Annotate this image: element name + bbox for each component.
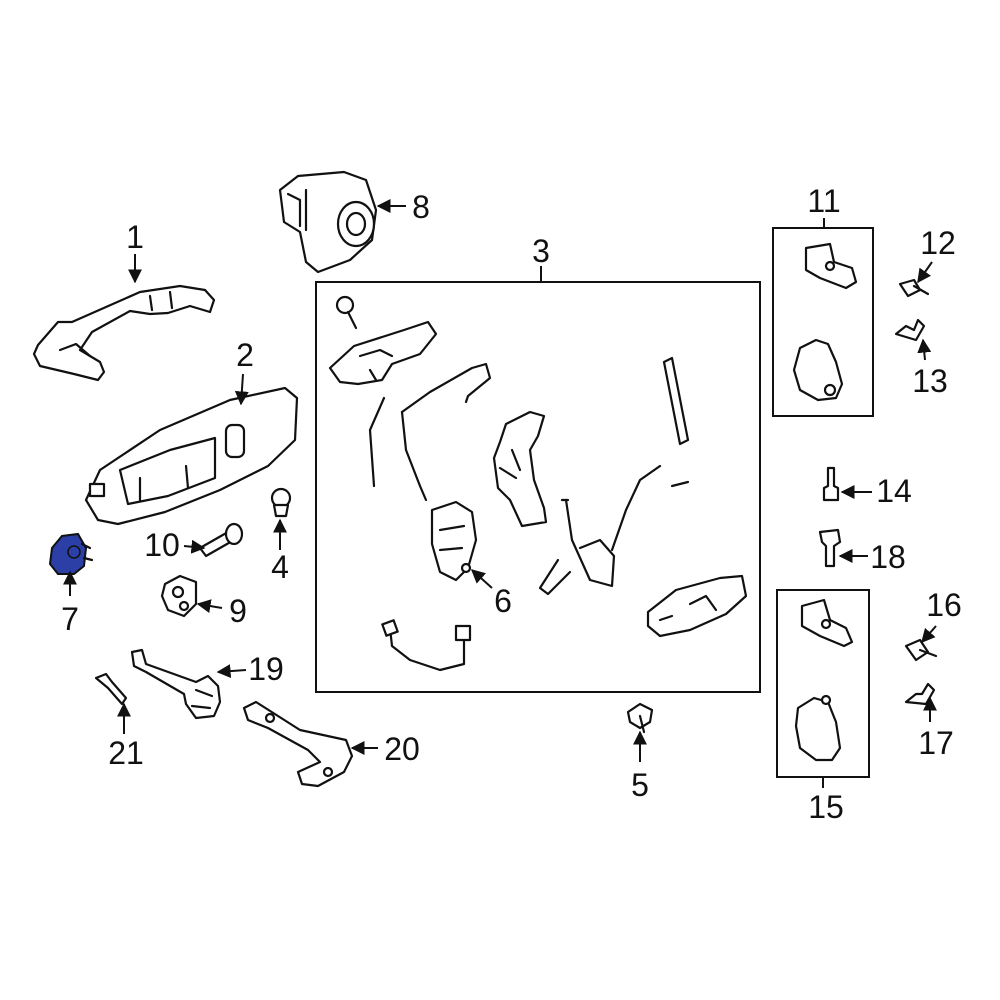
- inside-handle-bezel[interactable]: [84, 386, 299, 526]
- bolt-part-4[interactable]: [270, 487, 292, 518]
- bolt-part-18[interactable]: [818, 528, 842, 568]
- lock-assembly-part-3[interactable]: [328, 295, 748, 672]
- bolt-part-13[interactable]: [894, 318, 926, 342]
- callout-7: 7: [61, 601, 79, 637]
- callout-14: 14: [876, 473, 912, 509]
- bracket-part-20[interactable]: [242, 700, 354, 788]
- bolt-part-16[interactable]: [904, 638, 938, 662]
- callout-18: 18: [870, 539, 906, 575]
- leader-lines: [63, 199, 937, 788]
- callout-16: 16: [926, 587, 962, 623]
- callout-13: 13: [912, 363, 948, 399]
- bolt-part-12[interactable]: [898, 278, 930, 298]
- callout-19: 19: [248, 651, 284, 687]
- callout-1: 1: [126, 219, 144, 255]
- callout-2: 2: [236, 337, 254, 373]
- lock-assembly-box: [315, 281, 761, 693]
- callout-17: 17: [918, 725, 954, 761]
- highlighted-cap-part-7[interactable]: [48, 532, 94, 575]
- callout-labels: 1 2 3 4 5 6 7 8 9 10 11 12 13 14 15 16 1…: [61, 183, 962, 825]
- outside-door-handle[interactable]: [32, 284, 216, 382]
- bolt-part-21[interactable]: [94, 672, 128, 706]
- callout-11: 11: [807, 183, 840, 219]
- callout-8: 8: [412, 189, 430, 225]
- callout-6: 6: [494, 583, 512, 619]
- hinge-part-11[interactable]: [792, 242, 858, 402]
- callout-12: 12: [920, 225, 956, 261]
- striker-plate-part-9[interactable]: [160, 574, 198, 618]
- bolt-part-14[interactable]: [822, 466, 840, 502]
- hinge-part-15[interactable]: [794, 598, 854, 762]
- bolt-part-5[interactable]: [626, 702, 654, 734]
- check-arm-part-19[interactable]: [130, 648, 222, 720]
- callout-4: 4: [271, 549, 289, 585]
- callout-20: 20: [384, 731, 420, 767]
- callout-9: 9: [229, 593, 247, 629]
- callout-5: 5: [631, 767, 649, 803]
- callout-15: 15: [808, 789, 844, 825]
- assembly-screw: [335, 295, 358, 330]
- callout-10: 10: [144, 527, 180, 563]
- callout-21: 21: [108, 735, 144, 771]
- callout-3: 3: [532, 233, 550, 269]
- pin-part-10[interactable]: [198, 522, 244, 558]
- lock-actuator-part-8[interactable]: [278, 170, 378, 274]
